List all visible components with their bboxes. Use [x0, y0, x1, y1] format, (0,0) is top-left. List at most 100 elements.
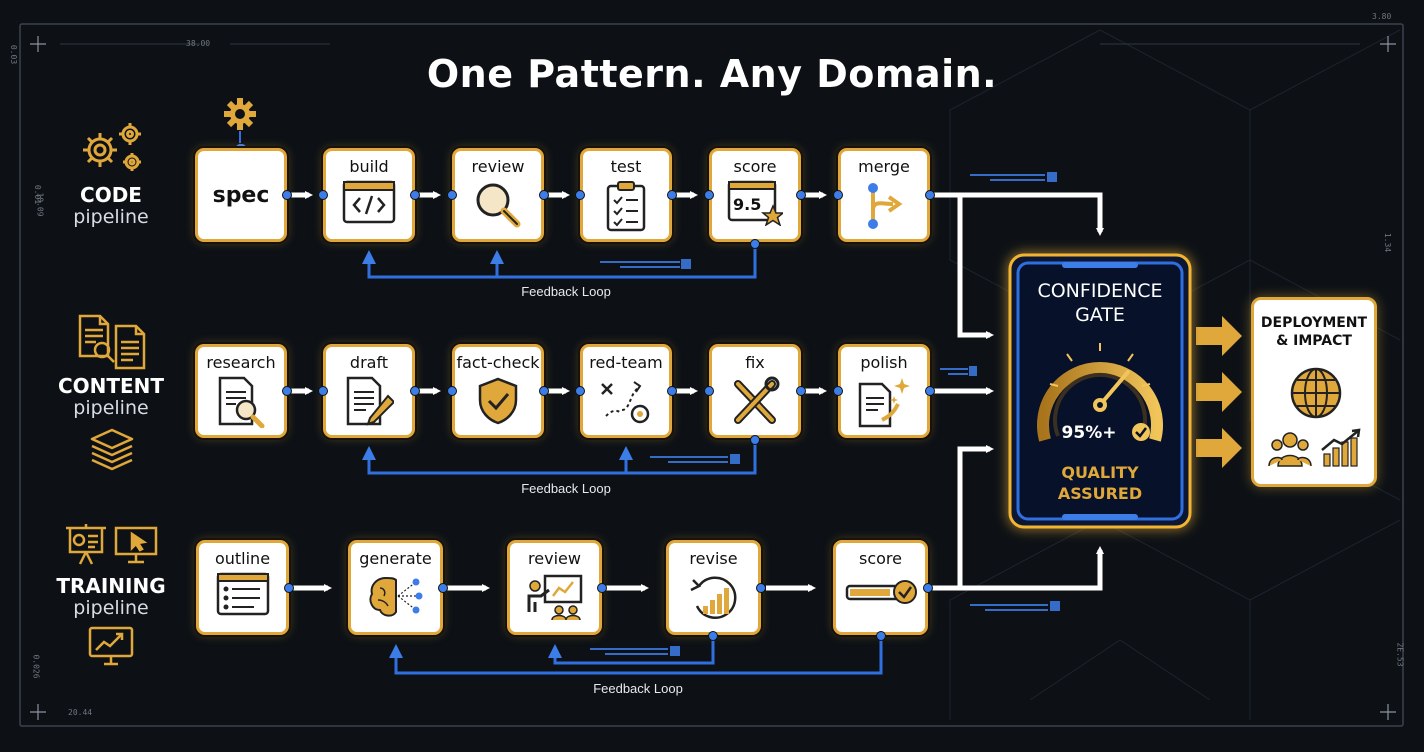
data-streaks [590, 172, 1060, 656]
connector-dot [704, 386, 714, 396]
node-label: polish [860, 353, 908, 372]
pipeline-label-content: CONTENT pipeline [36, 374, 186, 419]
connector-dot [750, 239, 760, 249]
globe-icon [1290, 367, 1342, 419]
page-title: One Pattern. Any Domain. [426, 52, 998, 96]
node-research[interactable]: research [195, 344, 287, 438]
flow-arrows [291, 191, 1104, 592]
growth-chart-icon [1321, 428, 1361, 467]
connector-dot [833, 386, 843, 396]
node-label: research [206, 353, 276, 372]
node-label: review [471, 157, 525, 176]
pipeline-label-code: CODE pipeline [36, 183, 186, 228]
node-review-training[interactable]: review [507, 540, 602, 635]
gauge-value: 95%+ [1061, 423, 1117, 443]
magnifier-icon [476, 183, 521, 228]
presentation-icon [66, 524, 158, 565]
score-window-icon: 9.5 [727, 180, 783, 226]
gate-title: CONFIDENCE GATE [1018, 279, 1182, 327]
node-generate[interactable]: generate [348, 540, 443, 635]
connector-dot [796, 190, 806, 200]
connector-dot [539, 190, 549, 200]
spec-connector [239, 131, 241, 147]
connector-dot [575, 386, 585, 396]
node-red-team[interactable]: red-team [580, 344, 672, 438]
gear-icon [224, 98, 256, 130]
corner-code: 0.026 [31, 654, 41, 679]
connector-dot [667, 386, 677, 396]
node-test[interactable]: test [580, 148, 672, 242]
connector-dot [284, 583, 294, 593]
connector-dot [833, 190, 843, 200]
node-label: generate [359, 549, 432, 568]
deploy-line1: DEPLOYMENT [1260, 315, 1368, 331]
node-build[interactable]: build [323, 148, 415, 242]
node-draft[interactable]: draft [323, 344, 415, 438]
connector-dot [925, 386, 935, 396]
deployment-impact-box: DEPLOYMENT & IMPACT [1251, 297, 1377, 487]
pipeline-sub: pipeline [73, 206, 149, 228]
merge-icon [868, 183, 903, 229]
node-label: fix [745, 353, 765, 372]
node-label: revise [689, 549, 738, 568]
node-revise[interactable]: revise [666, 540, 761, 635]
node-polish[interactable]: polish [838, 344, 930, 438]
pipeline-sub: pipeline [73, 597, 149, 619]
outline-list-icon [216, 572, 269, 616]
corner-crosses [30, 36, 1396, 720]
connector-dot [282, 190, 292, 200]
score-value: 9.5 [733, 195, 762, 214]
pipeline-label-training: TRAINING pipeline [36, 574, 186, 619]
node-fact-check[interactable]: fact-check [452, 344, 544, 438]
pipeline-sub: pipeline [73, 397, 149, 419]
connector-dot [796, 386, 806, 396]
gate-status-line1: QUALITY [1061, 463, 1139, 482]
node-fix[interactable]: fix [709, 344, 801, 438]
gears-icon [83, 123, 141, 171]
brain-network-icon [368, 576, 422, 617]
connector-dot [447, 386, 457, 396]
documents-search-icon [78, 314, 146, 370]
node-label: spec [212, 183, 270, 208]
feedback-loop-label: Feedback Loop [521, 284, 611, 299]
connector-dot [876, 631, 886, 641]
presenter-icon [527, 574, 582, 621]
node-outline[interactable]: outline [196, 540, 289, 635]
corner-code: 1.34 [1383, 232, 1393, 253]
gate-title-line2: GATE [1075, 304, 1125, 326]
gate-status-line2: ASSURED [1057, 484, 1143, 503]
corner-code: 2E.53 [1395, 642, 1405, 667]
node-spec[interactable]: spec [195, 148, 287, 242]
document-search-icon [218, 376, 265, 428]
node-label: red-team [589, 353, 663, 372]
pipeline-name: TRAINING [56, 574, 166, 598]
node-label: score [859, 549, 902, 568]
confidence-gate [1008, 253, 1192, 529]
deploy-label: DEPLOYMENT & IMPACT [1254, 314, 1374, 350]
node-label: build [349, 157, 389, 176]
node-label: merge [858, 157, 910, 176]
feedback-loop-label: Feedback Loop [593, 681, 683, 696]
gate-status: QUALITY ASSURED [1018, 462, 1182, 504]
outer-frame [19, 23, 1404, 727]
node-label: fact-check [456, 353, 540, 372]
connector-dot [597, 583, 607, 593]
connector-dot [708, 631, 718, 641]
feedback-loop-label: Feedback Loop [521, 481, 611, 496]
progress-check-icon [845, 580, 917, 604]
node-score[interactable]: score 9.5 [709, 148, 801, 242]
connector-dot [447, 190, 457, 200]
people-icon [1268, 432, 1312, 467]
checklist-icon [606, 181, 646, 232]
connector-dot [756, 583, 766, 593]
node-merge[interactable]: merge [838, 148, 930, 242]
connector-dot [925, 190, 935, 200]
corner-code: 3.80 [1372, 12, 1392, 21]
corner-code: 38.00 [186, 39, 211, 48]
node-score-training[interactable]: score [833, 540, 928, 635]
deploy-line2: & IMPACT [1276, 333, 1352, 349]
node-review[interactable]: review [452, 148, 544, 242]
connector-dot [410, 190, 420, 200]
tools-icon [734, 376, 780, 424]
